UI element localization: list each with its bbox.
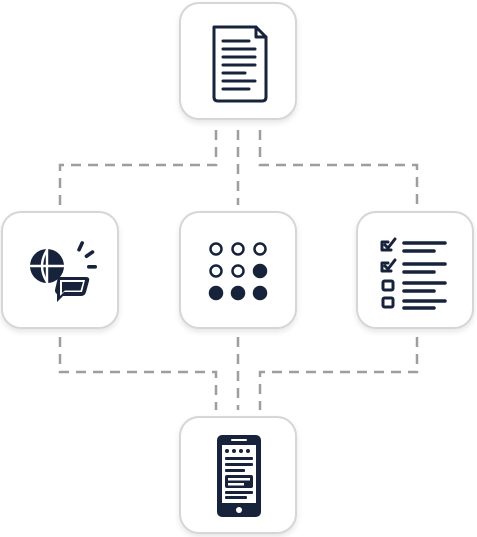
mobile-node [179,416,297,534]
connector-globe-chat-to-mobile [58,337,218,410]
checklist-node [356,211,474,329]
globe-chat-icon [29,241,97,302]
mobile-phone-icon [217,435,261,517]
globe-chat-node [1,211,119,329]
dot-grid-node [179,211,297,329]
document-icon [212,25,268,103]
dot-grid-icon [208,242,268,301]
connector-document-to-checklist [258,130,419,205]
connector-checklist-to-mobile [258,337,419,410]
connector-document-to-globe-chat [58,130,218,205]
checklist-icon [380,237,447,310]
document-node [179,2,297,120]
